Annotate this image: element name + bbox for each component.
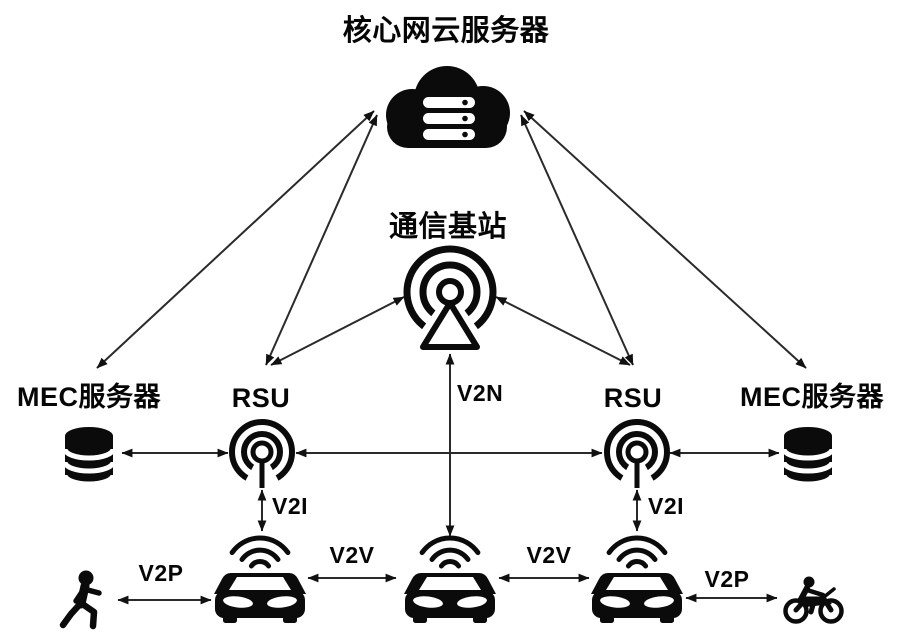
rsu-right-icon: [607, 422, 667, 489]
cloud-server-icon: [386, 66, 510, 148]
v2v-left-link-label: V2V: [329, 542, 375, 568]
mec-right-label: MEC服务器: [740, 382, 884, 412]
rsu-right-label: RSU: [603, 383, 663, 413]
base-station-icon: [403, 245, 497, 356]
link-cloud-mec-left: [96, 110, 375, 369]
base-station-label: 通信基站: [388, 211, 508, 243]
v2p-left-link-label: V2P: [138, 560, 184, 586]
car-left-icon: [214, 573, 306, 623]
link-basestation-rsu-left: [270, 296, 405, 366]
v2i-right-link-label: V2I: [648, 493, 685, 519]
link-cloud-rsu-right: [520, 114, 634, 366]
pedestrian-icon: [59, 570, 102, 630]
link-cloud-rsu-left: [265, 114, 378, 366]
car-right-wifi-icon: [609, 538, 665, 566]
rsu-left-label: RSU: [231, 383, 291, 413]
rsu-left-icon: [232, 422, 292, 489]
mec-left-label: MEC服务器: [17, 382, 161, 412]
v2n-link-label: V2N: [457, 380, 504, 406]
car-right-icon: [591, 573, 683, 623]
link-basestation-rsu-right: [495, 296, 631, 366]
v2i-left-link-label: V2I: [272, 493, 309, 519]
car-left-wifi-icon: [232, 538, 288, 566]
car-center-wifi-icon: [422, 538, 478, 566]
cloud-server-label: 核心网云服务器: [342, 15, 550, 47]
mec-right-database-icon: [784, 427, 832, 486]
v2p-right-link-label: V2P: [704, 566, 750, 592]
v2v-right-link-label: V2V: [526, 542, 572, 568]
mec-left-database-icon: [65, 427, 113, 486]
motorcycle-icon: [783, 576, 844, 624]
car-center-icon: [404, 573, 496, 623]
link-cloud-mec-right: [523, 110, 807, 369]
